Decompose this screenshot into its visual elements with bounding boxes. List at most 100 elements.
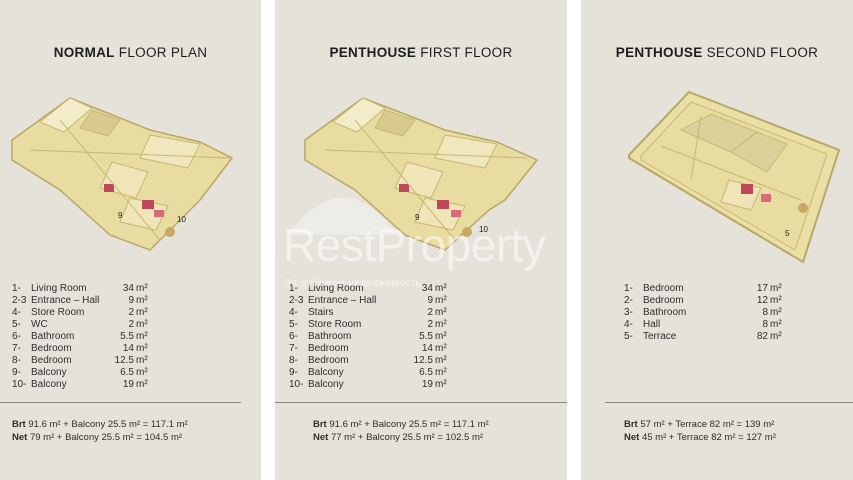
room-number: 2-3: [12, 295, 27, 306]
room-number: 7-: [289, 343, 298, 354]
room-area-unit: m²: [136, 367, 148, 378]
room-area-unit: m²: [136, 319, 148, 330]
room-number: 7-: [12, 343, 21, 354]
room-area-unit: m²: [435, 283, 447, 294]
room-area-unit: m²: [770, 307, 782, 318]
brt-value: 57 m² + Terrace 82 m² = 139 m²: [640, 419, 775, 430]
room-number: 8-: [289, 355, 298, 366]
room-name: Store Room: [31, 307, 85, 318]
room-area-unit: m²: [136, 283, 148, 294]
room-number: 1-: [12, 283, 21, 294]
room-area-unit: m²: [435, 355, 447, 366]
brt-value: 91.6 m² + Balcony 25.5 m² = 117.1 m²: [28, 419, 188, 430]
panel-title-bold: PENTHOUSE: [329, 45, 417, 60]
room-area: 2: [128, 319, 134, 330]
panel-title: PENTHOUSE FIRST FLOOR: [275, 45, 567, 60]
panel-title-rest: FLOOR PLAN: [114, 45, 208, 60]
room-number: 10-: [289, 379, 304, 390]
room-area-unit: m²: [435, 367, 447, 378]
room-area-unit: m²: [435, 319, 447, 330]
room-name: Balcony: [31, 367, 67, 378]
plan-label-9: 9: [415, 213, 420, 222]
room-number: 2-: [624, 295, 633, 306]
room-name: Bathroom: [308, 331, 352, 342]
brt-total: Brt 91.6 m² + Balcony 25.5 m² = 117.1 m²: [313, 418, 489, 431]
room-name: Bedroom: [643, 283, 684, 294]
room-area-unit: m²: [435, 343, 447, 354]
room-name: Bathroom: [31, 331, 75, 342]
brt-value: 91.6 m² + Balcony 25.5 m² = 117.1 m²: [329, 419, 489, 430]
room-name: Living Room: [308, 283, 364, 294]
room-area: 2: [427, 307, 433, 318]
room-area: 6.5: [419, 367, 433, 378]
floor-plan-drawing: 9 10: [11, 97, 234, 251]
plan-label-10: 10: [177, 215, 186, 224]
plan-label-9: 9: [118, 211, 123, 220]
room-area: 8: [762, 307, 768, 318]
brt-label: Brt: [624, 419, 638, 430]
room-number: 4-: [624, 319, 633, 330]
room-name: Bedroom: [643, 295, 684, 306]
room-area: 12.5: [413, 355, 433, 366]
room-number: 5-: [12, 319, 21, 330]
divider: [605, 402, 853, 403]
floor-plan-drawing: 5: [628, 90, 841, 264]
room-area: 5.5: [120, 331, 134, 342]
room-name: Living Room: [31, 283, 87, 294]
area-totals: Brt 91.6 m² + Balcony 25.5 m² = 117.1 m²…: [313, 418, 489, 444]
room-name: Bedroom: [308, 355, 349, 366]
room-name: Balcony: [308, 367, 344, 378]
net-value: 79 m² + Balcony 25.5 m² = 104.5 m²: [29, 432, 183, 443]
room-area-unit: m²: [435, 379, 447, 390]
room-area: 17: [756, 283, 768, 294]
divider: [275, 402, 567, 403]
room-number: 2-3: [289, 295, 304, 306]
room-name: Bedroom: [31, 343, 72, 354]
plan-building: [11, 97, 234, 251]
room-area: 2: [427, 319, 433, 330]
room-number: 1-: [289, 283, 298, 294]
panel-title-bold: NORMAL: [53, 45, 115, 60]
room-area-unit: m²: [136, 307, 148, 318]
room-area: 12: [756, 295, 768, 306]
brt-total: Brt 57 m² + Terrace 82 m² = 139 m²: [624, 418, 776, 431]
room-name: Bathroom: [643, 307, 687, 318]
plan-label-10: 10: [479, 225, 488, 234]
room-area-unit: m²: [435, 307, 447, 318]
room-number: 10-: [12, 379, 27, 390]
room-area: 6.5: [120, 367, 134, 378]
room-name: Entrance – Hall: [31, 295, 100, 306]
room-number: 4-: [12, 307, 21, 318]
room-name: Balcony: [308, 379, 344, 390]
room-name: Bedroom: [31, 355, 72, 366]
floor-plan-illustration: 9 10: [0, 80, 261, 270]
room-number: 4-: [289, 307, 298, 318]
room-area-unit: m²: [435, 295, 447, 306]
room-area: 12.5: [114, 355, 134, 366]
area-totals: Brt 57 m² + Terrace 82 m² = 139 m² Net 4…: [624, 418, 776, 444]
room-number: 5-: [289, 319, 298, 330]
room-name: Terrace: [643, 331, 677, 342]
floor-plan-drawing: 9 10: [304, 97, 539, 251]
room-number: 9-: [12, 367, 21, 378]
